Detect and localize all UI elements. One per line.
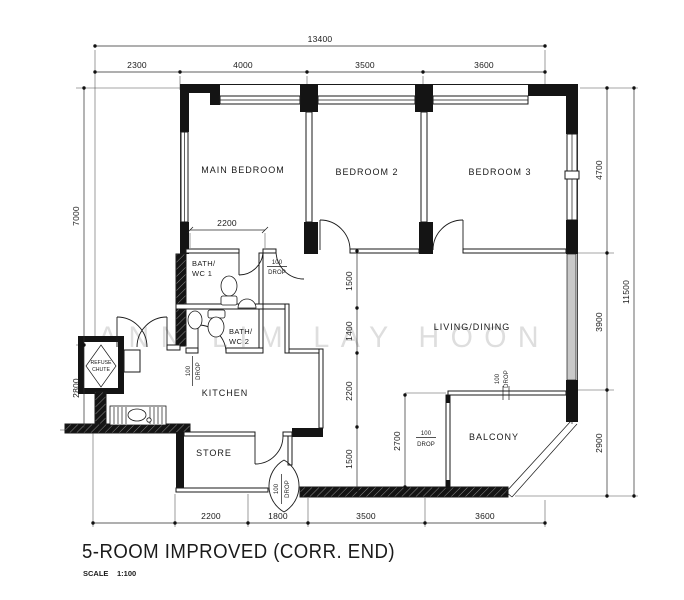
gate-door-left (116, 316, 148, 348)
dim-top-4: 3600 (474, 60, 494, 70)
label-living-dining: LIVING/DINING (434, 322, 511, 332)
balcony-chamfer (511, 423, 578, 498)
fixtures (109, 275, 257, 426)
dim-left-2: 2800 (71, 378, 81, 398)
label-store: STORE (196, 448, 232, 458)
toilet-bath1 (220, 275, 238, 297)
dim-right-2: 3900 (594, 312, 604, 332)
scale-label: SCALE (83, 569, 108, 578)
dim-right-1: 4700 (594, 160, 604, 180)
room-labels: MAIN BEDROOM BEDROOM 2 BEDROOM 3 LIVING/… (90, 165, 531, 458)
dim-corridor-4: 1500 (344, 449, 354, 469)
toilet-bath2 (207, 316, 225, 338)
dim-top-1: 2300 (127, 60, 147, 70)
drop-kitchen-label: DROP (196, 362, 202, 380)
dim-bottom-4: 3600 (475, 511, 495, 521)
label-bedroom-3: BEDROOM 3 (468, 167, 531, 177)
drop-bath1-value: 100 (272, 260, 283, 266)
label-bath2-line1: BATH/ (229, 327, 253, 336)
label-bath1-line1: BATH/ (192, 259, 216, 268)
label-refuse-chute-line1: REFUSE (90, 360, 112, 366)
doors (116, 219, 464, 513)
drawing-title: 5-ROOM IMPROVED (CORR. END) (82, 541, 395, 563)
drop-annotations: 100 DROP 100 DROP 100 DROP 100 DROP 100 … (186, 260, 510, 504)
basin-bath1 (237, 298, 257, 309)
dim-right-3: 2900 (594, 433, 604, 453)
dim-top-3: 3500 (355, 60, 375, 70)
kitchen-sink (109, 405, 167, 426)
drop-entrance-value: 100 (274, 483, 280, 494)
label-bedroom-2: BEDROOM 2 (335, 167, 398, 177)
dim-corridor-2: 1400 (344, 321, 354, 341)
entrance-door (283, 459, 300, 513)
dimensions: 13400 2300 4000 3500 3600 7000 2800 4700… (71, 34, 636, 525)
bedroom3-door (432, 219, 464, 251)
dim-bottom-2: 1800 (268, 511, 288, 521)
dim-top-total: 13400 (308, 34, 333, 44)
label-refuse-chute-line2: CHUTE (92, 367, 110, 373)
drop-balcony-left-label: DROP (417, 442, 435, 448)
label-main-bedroom: MAIN BEDROOM (201, 165, 285, 175)
dim-balcony-depth: 2700 (392, 431, 402, 451)
drop-balcony-top-value: 100 (495, 373, 501, 384)
drop-kitchen-value: 100 (186, 365, 192, 376)
dim-bottom-3: 3500 (356, 511, 376, 521)
drop-entrance-label: DROP (285, 480, 291, 498)
dim-right-total: 11500 (621, 280, 631, 304)
title-block: 5-ROOM IMPROVED (CORR. END) SCALE 1:100 (82, 541, 395, 578)
gate-door-right (136, 316, 168, 348)
dim-corridor-3: 2200 (344, 381, 354, 401)
drop-balcony-left-value: 100 (421, 431, 432, 437)
window-living (566, 253, 577, 381)
dim-bath-width: 2200 (217, 218, 237, 228)
balcony-top-wall (447, 390, 567, 396)
drop-balcony-top-label: DROP (504, 370, 510, 388)
dim-left-1: 7000 (71, 206, 81, 226)
corridor-door (275, 250, 305, 280)
drop-bath1-label: DROP (268, 270, 286, 276)
bedroom2-door (319, 219, 351, 251)
dim-corridor-1: 1500 (344, 271, 354, 291)
basin-bath2 (187, 310, 203, 330)
bath1-door (238, 250, 264, 276)
store-door (254, 435, 284, 465)
dim-top-2: 4000 (233, 60, 253, 70)
scale-value: 1:100 (117, 569, 136, 578)
label-balcony: BALCONY (469, 432, 519, 442)
dim-bottom-1: 2200 (201, 511, 221, 521)
label-bath1-line2: WC 1 (192, 269, 212, 278)
label-bath2-line2: WC 2 (229, 337, 249, 346)
walls (64, 84, 580, 498)
window-top-band (219, 95, 529, 105)
label-kitchen: KITCHEN (202, 388, 249, 398)
